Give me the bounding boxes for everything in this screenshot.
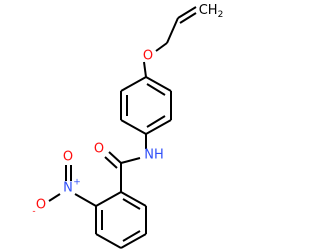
bond-co-double-b [104, 156, 118, 169]
atom-nitrogen-nitro: N [63, 181, 73, 196]
atom-oxygen-nitro-anion: O [36, 198, 46, 213]
bond-ring-nitro-n [74, 193, 97, 207]
charge-minus: - [32, 207, 35, 217]
atom-oxygen-nitro-double: O [63, 150, 73, 165]
ring1-double-b [146, 115, 166, 128]
bond-oxygen-ring-top [143, 61, 147, 78]
ring1-bond-3 [145, 119, 172, 135]
charge-plus: + [73, 178, 81, 188]
bond-co-double-a [108, 151, 122, 164]
atom-nitrogen-amide: NH [144, 148, 164, 163]
ring1-double-a [146, 83, 166, 96]
nitrobenzene-ring [95, 191, 147, 249]
ring2-double-b [122, 230, 141, 242]
ring2-double-a [122, 198, 141, 210]
atom-oxygen-carbonyl: O [94, 142, 104, 157]
bond-ch2-oxygen [155, 42, 168, 52]
ring2-bond-4 [95, 233, 122, 249]
ring2-bond-3 [120, 233, 147, 249]
bond-ch-ch2 [166, 17, 179, 44]
subscript-2: 2 [218, 10, 224, 20]
bond-ch2-ch-double-a [177, 6, 197, 19]
atom-terminal-ch2: CH2 [199, 3, 224, 20]
ring2-bond-6 [95, 191, 122, 207]
ring1-bond-4 [120, 119, 147, 135]
ring1-bond-6 [120, 76, 147, 92]
bond-n-o-single [48, 193, 61, 202]
nitro-group [48, 165, 97, 207]
atom-oxygen-ether: O [143, 49, 153, 64]
molecule-structure-diagram: CH2 O NH O O N + O - [32, 3, 224, 249]
bond-nh-carbonyl-c [120, 157, 141, 164]
bond-ch2-ch-double-b [179, 12, 197, 24]
para-phenylene-ring [120, 76, 172, 135]
allyl-chain [155, 6, 197, 52]
ring2-bond-1 [120, 191, 147, 207]
ring1-bond-1 [145, 76, 172, 92]
amide-group [104, 151, 141, 192]
